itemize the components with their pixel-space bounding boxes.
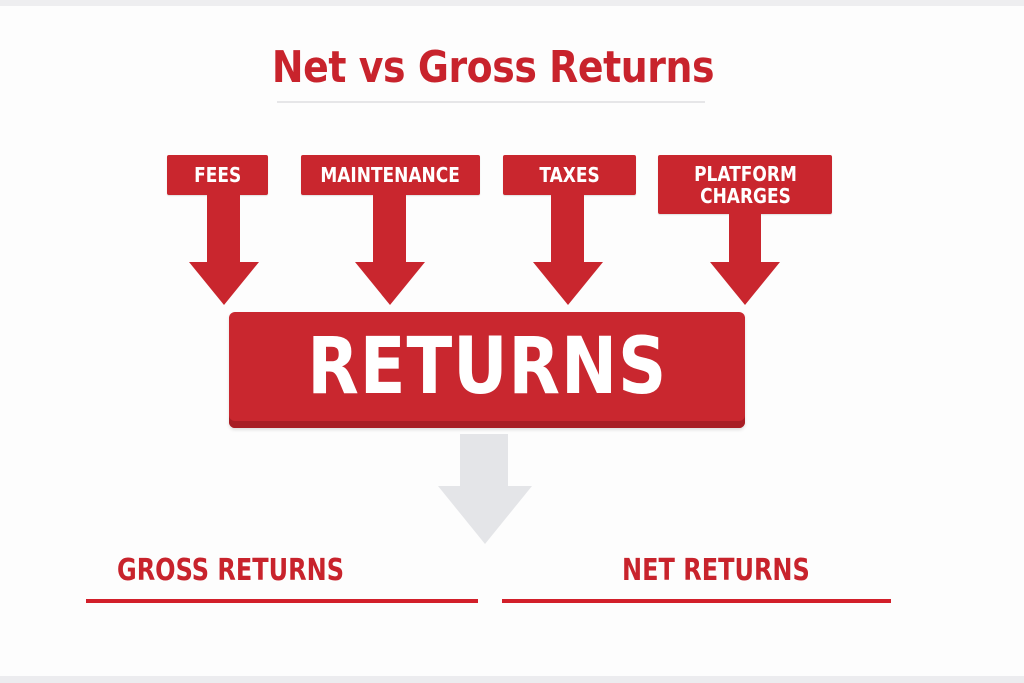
title-divider bbox=[277, 101, 705, 103]
page-title: Net vs Gross Returns bbox=[271, 42, 715, 93]
deduction-label: FEES bbox=[193, 163, 242, 187]
returns-box: RETURNS bbox=[229, 312, 745, 428]
net-returns-underline bbox=[502, 599, 891, 603]
deduction-box-fees: FEES bbox=[167, 155, 268, 195]
gross-returns-underline bbox=[86, 599, 478, 603]
net-returns-label: NET RETURNS bbox=[622, 553, 810, 588]
top-border-band bbox=[0, 0, 1024, 6]
deduction-label: MAINTENANCE bbox=[320, 163, 461, 187]
deduction-box-platform-charges: PLATFORM CHARGES bbox=[658, 155, 832, 214]
deduction-box-maintenance: MAINTENANCE bbox=[301, 155, 480, 195]
bottom-border-band bbox=[0, 676, 1024, 683]
deduction-label: TAXES bbox=[539, 163, 600, 187]
deduction-box-taxes: TAXES bbox=[503, 155, 636, 195]
deduction-label: PLATFORM CHARGES bbox=[693, 161, 797, 208]
returns-label: RETURNS bbox=[307, 322, 667, 412]
gross-returns-label: GROSS RETURNS bbox=[117, 553, 345, 588]
